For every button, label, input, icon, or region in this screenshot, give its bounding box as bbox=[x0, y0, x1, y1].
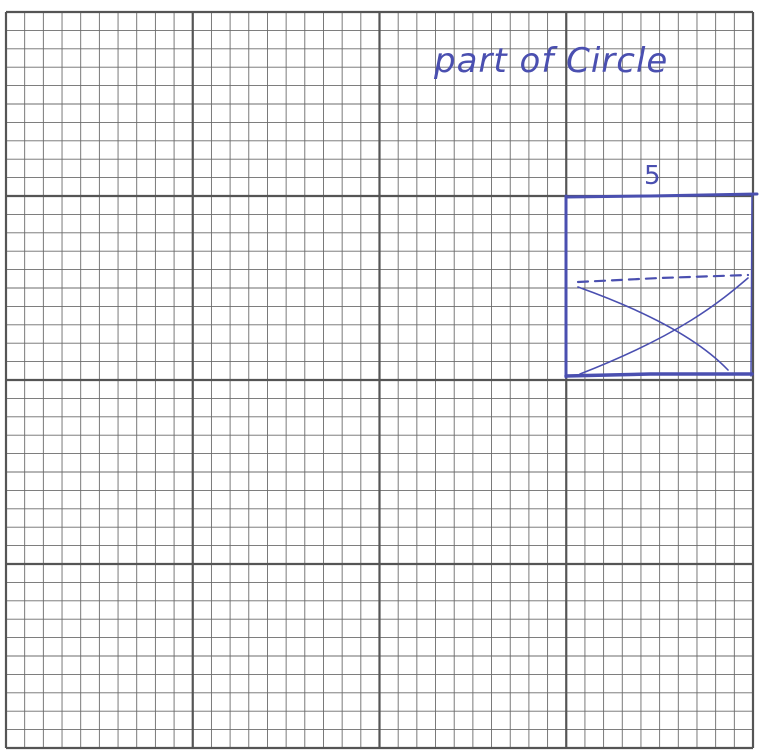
curve-left-to-right bbox=[577, 286, 729, 371]
dashed-line bbox=[576, 273, 750, 284]
square-top-edge bbox=[564, 192, 759, 199]
handwritten-figure bbox=[564, 192, 759, 379]
square-right-edge bbox=[750, 195, 753, 377]
heading-text: part of Circle bbox=[433, 41, 668, 81]
dimension-label: 5 bbox=[644, 161, 661, 191]
square-bottom-edge bbox=[564, 372, 754, 378]
major-grid bbox=[4, 10, 755, 750]
curve-right-to-left bbox=[579, 277, 749, 375]
